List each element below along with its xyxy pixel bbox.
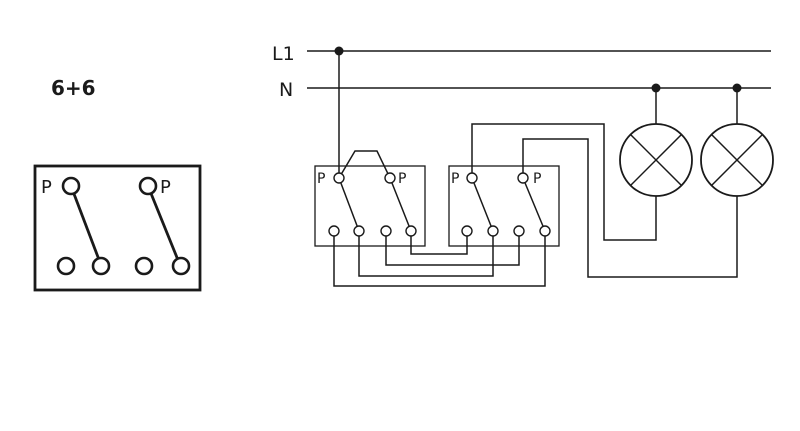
symbol-terminal-p-left — [61, 176, 81, 196]
lamp-1-cross-b — [629, 133, 683, 187]
lamp-2 — [700, 123, 774, 197]
symbol-lever-right — [146, 185, 182, 266]
switch-1-p-label-right: P — [398, 171, 406, 187]
switch-1-terminal-2 — [353, 225, 365, 237]
traveller-wire-middle-a — [385, 236, 520, 266]
switch-symbol: P P — [33, 164, 202, 292]
lamp-2-cross-b — [710, 133, 764, 187]
switch-2-terminal-1 — [461, 225, 473, 237]
symbol-terminal-3 — [134, 256, 154, 276]
switch-1-terminal-p-left — [333, 172, 345, 184]
symbol-frame — [33, 164, 202, 292]
switch-2-box — [448, 165, 560, 247]
symbol-terminal-2 — [91, 256, 111, 276]
traveller-wire-inner — [410, 236, 468, 255]
diagram-title: 6+6 — [51, 76, 96, 100]
traveller-wire-outer — [333, 236, 546, 287]
symbol-lever-left — [69, 185, 103, 266]
n-label: N — [279, 79, 293, 101]
switch-2-lever-left — [471, 177, 494, 232]
symbol-terminal-4 — [171, 256, 191, 276]
switch-2-terminal-p-left — [466, 172, 478, 184]
switch-output-wire-lamp-2 — [522, 138, 738, 278]
symbol-p-label-right: P — [160, 177, 171, 198]
switch-1-lever-left — [338, 177, 360, 232]
symbol-p-label-left: P — [41, 177, 52, 198]
switch-2-lever-right — [522, 177, 546, 232]
switch-1-terminal-4 — [405, 225, 417, 237]
l1-label: L1 — [272, 43, 295, 65]
switch-1: P P — [314, 165, 426, 247]
traveller-wire-middle-b — [358, 236, 494, 277]
switch-2-p-label-right: P — [533, 171, 541, 187]
switch-2-terminal-2 — [487, 225, 499, 237]
symbol-terminal-p-right — [138, 176, 158, 196]
switch-2-terminal-4 — [539, 225, 551, 237]
p-jumper-wire — [338, 150, 391, 179]
switch-2-terminal-3 — [513, 225, 525, 237]
lamp-1 — [619, 123, 693, 197]
switch-1-terminal-3 — [380, 225, 392, 237]
switch-1-terminal-1 — [328, 225, 340, 237]
symbol-terminal-1 — [56, 256, 76, 276]
switch-output-wire-lamp-1 — [471, 123, 657, 241]
switch-2-terminal-p-right — [517, 172, 529, 184]
switch-2-p-label-left: P — [451, 171, 459, 187]
switch-1-p-label-left: P — [317, 171, 325, 187]
switch-1-box — [314, 165, 426, 247]
switch-1-terminal-p-right — [384, 172, 396, 184]
switch-2: P P — [448, 165, 560, 247]
switch-1-lever-right — [389, 177, 412, 232]
